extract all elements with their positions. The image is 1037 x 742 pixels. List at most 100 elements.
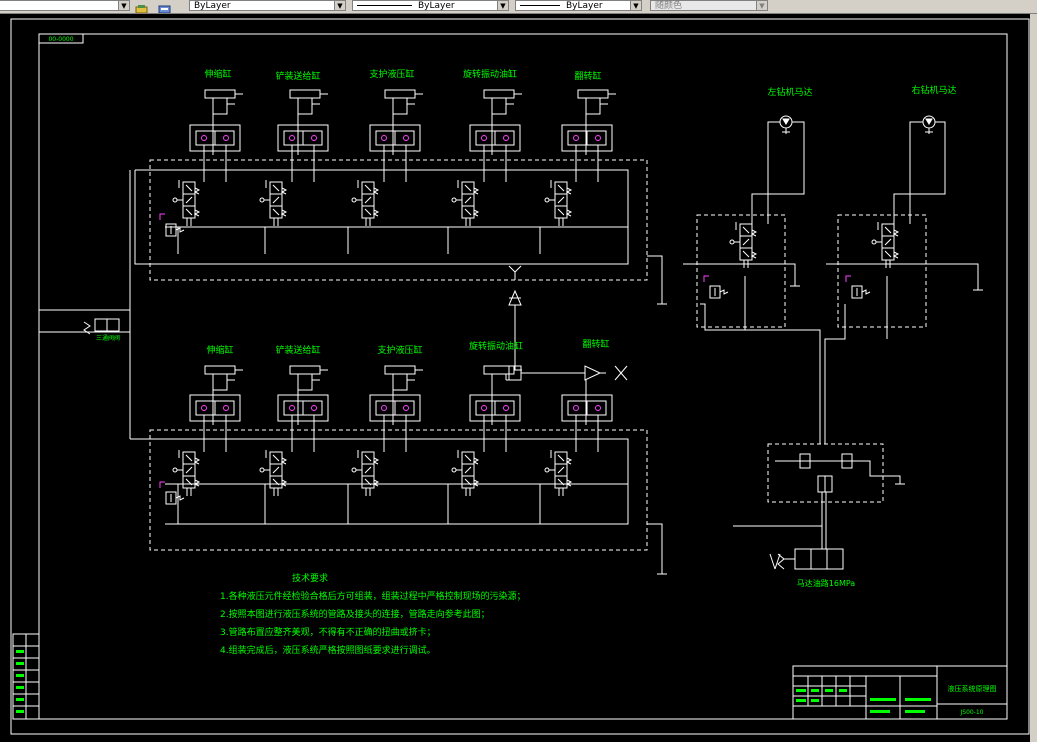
top-cylinder-label-5: 翻转缸	[574, 70, 601, 82]
left-valve-label: 三通阀阀	[96, 334, 120, 342]
motor-supply-block: 马达油路16MPa	[733, 443, 905, 588]
revision-column	[12, 633, 40, 720]
left-motor-valve-block	[696, 214, 786, 328]
bottom-directional-valve-4	[451, 449, 479, 497]
top-directional-valve-5	[544, 179, 572, 227]
bottom-cylinder-label-2: 铲装送给缸	[275, 344, 320, 356]
chevron-down-icon[interactable]: ▼	[630, 1, 641, 10]
right-motor-valve-block	[837, 214, 927, 328]
lineweight-dropdown-value: ByLayer	[566, 1, 603, 11]
drawing-number: JS00-10	[959, 709, 983, 716]
cad-drawing-canvas[interactable]: 00-0000 伸缩缸 铲装送给缸 支护液压缸 旋转振动油缸 翻转缸	[0, 14, 1037, 742]
bottom-cylinder-label-1: 伸缩缸	[206, 344, 233, 356]
drawing-title: 液压系统原理图	[948, 684, 997, 693]
drawing-outer-frame	[10, 18, 1030, 735]
lineweight-sample	[520, 5, 560, 6]
left-motor-relief-valve	[703, 275, 729, 299]
linetype-dropdown-value: ByLayer	[418, 1, 455, 11]
linetype-dropdown[interactable]: ByLayer ▼	[352, 0, 509, 11]
top-lock-valve-3	[369, 124, 421, 156]
top-relief-valve	[159, 213, 185, 237]
chevron-down-icon[interactable]: ▼	[118, 1, 129, 10]
left-motor-label: 左钻机马达	[767, 86, 812, 98]
bottom-lock-valve-1	[189, 394, 241, 426]
layer-dropdown[interactable]: ▼	[0, 0, 130, 11]
vertical-scrollbar[interactable]	[1030, 14, 1037, 742]
bottom-directional-valve-3	[351, 449, 379, 497]
left-three-way-valve: 三通阀阀	[39, 170, 131, 439]
top-directional-valve-3	[351, 179, 379, 227]
motor-circuits: 左钻机马达 右钻机马达	[683, 84, 983, 444]
motor-pressure-label: 马达油路16MPa	[797, 578, 856, 588]
technical-note-3: 3.管路布置应整齐美观，不得有不正确的扭曲或挤卡；	[220, 628, 436, 638]
plot-style-dropdown[interactable]: 随颜色 ▼	[650, 0, 768, 11]
layer-states-icon[interactable]	[158, 0, 172, 13]
bottom-lock-valve-3	[369, 394, 421, 426]
layer-tools-icon[interactable]	[135, 0, 149, 13]
top-hydraulic-circuit: 伸缩缸 铲装送给缸 支护液压缸 旋转振动油缸 翻转缸	[134, 68, 667, 305]
technical-note-1: 1.各种液压元件经检验合格后方可组装，组装过程中严格控制现场的污染源；	[220, 592, 526, 602]
top-pressure-line	[134, 169, 629, 265]
top-lock-valve-1	[189, 124, 241, 156]
left-drill-motor	[779, 115, 793, 135]
sheet-code-box	[38, 33, 84, 44]
chevron-down-icon[interactable]: ▼	[334, 1, 345, 10]
top-valve-block	[149, 159, 648, 281]
bottom-pressure-line	[130, 438, 629, 525]
top-cylinder-4	[483, 89, 523, 115]
bottom-cylinder-1	[204, 365, 244, 391]
right-drill-motor	[922, 115, 936, 135]
bottom-valve-block	[149, 429, 648, 551]
linetype-sample	[357, 5, 412, 6]
top-cylinder-label-4: 旋转振动油缸	[463, 68, 517, 80]
bottom-cylinder-label-5: 翻转缸	[582, 338, 609, 350]
bottom-lock-valve-5	[561, 394, 613, 426]
technical-requirements-title: 技术要求	[292, 574, 329, 584]
technical-requirements: 技术要求 1.各种液压元件经检验合格后方可组装，组装过程中严格控制现场的污染源；…	[220, 570, 526, 660]
bottom-cylinder-2	[289, 365, 329, 391]
chevron-down-icon[interactable]: ▼	[756, 1, 767, 10]
motor-directional-valve	[769, 548, 844, 570]
title-block[interactable]: 液压系统原理图 JS00-10	[792, 665, 1008, 720]
top-directional-valve-2	[259, 179, 287, 227]
technical-note-4: 4.组装完成后，液压系统严格按照图纸要求进行调试。	[220, 646, 436, 656]
technical-note-2: 2.按照本图进行液压系统的管路及接头的连接，管路走向参考此图；	[220, 610, 490, 620]
top-cylinder-1	[204, 89, 244, 115]
bottom-directional-valve-1	[172, 449, 200, 497]
bottom-directional-valve-2	[259, 449, 287, 497]
top-lock-valve-2	[277, 124, 329, 156]
right-motor-label: 右钻机马达	[911, 84, 956, 96]
pressure-supply-arrow	[508, 289, 522, 370]
bottom-lock-valve-2	[277, 394, 329, 426]
top-cylinder-label-3: 支护液压缸	[369, 68, 414, 80]
properties-toolbar: ▼ ByLayer ▼ ByLayer ▼ ByLayer ▼ 随颜色 ▼	[0, 0, 1037, 14]
top-lock-valve-5	[561, 124, 613, 156]
bottom-cylinder-label-4: 旋转振动油缸	[469, 340, 523, 352]
top-lock-valve-4	[469, 124, 521, 156]
bottom-cylinder-label-3: 支护液压缸	[377, 344, 422, 356]
chevron-down-icon[interactable]: ▼	[497, 1, 508, 10]
top-cylinder-2	[289, 89, 329, 115]
bottom-relief-valve	[159, 481, 185, 505]
color-dropdown-value: ByLayer	[194, 1, 231, 11]
bottom-flow-divider	[508, 365, 628, 381]
sheet-code: 00-0000	[48, 36, 73, 43]
drawing-inner-frame	[38, 33, 1008, 720]
top-directional-valve-1	[172, 179, 200, 227]
bottom-directional-valve-5	[544, 449, 572, 497]
top-cylinder-3	[384, 89, 424, 115]
top-cylinder-label-1: 伸缩缸	[204, 68, 231, 80]
plot-style-value: 随颜色	[655, 1, 683, 11]
color-dropdown[interactable]: ByLayer ▼	[189, 0, 346, 11]
right-motor-directional-valve	[871, 221, 899, 269]
top-cylinder-label-2: 铲装送给缸	[275, 70, 320, 82]
lineweight-dropdown[interactable]: ByLayer ▼	[515, 0, 642, 11]
bottom-hydraulic-circuit: 伸缩缸 铲装送给缸 支护液压缸 旋转振动油缸 翻转缸	[130, 338, 667, 575]
bottom-lock-valve-4	[469, 394, 521, 426]
bottom-cylinder-4	[483, 365, 523, 391]
top-directional-valve-4	[451, 179, 479, 227]
right-motor-relief-valve	[845, 275, 871, 299]
bottom-cylinder-3	[384, 365, 424, 391]
top-cylinder-5	[577, 89, 617, 115]
left-motor-directional-valve	[729, 221, 757, 269]
